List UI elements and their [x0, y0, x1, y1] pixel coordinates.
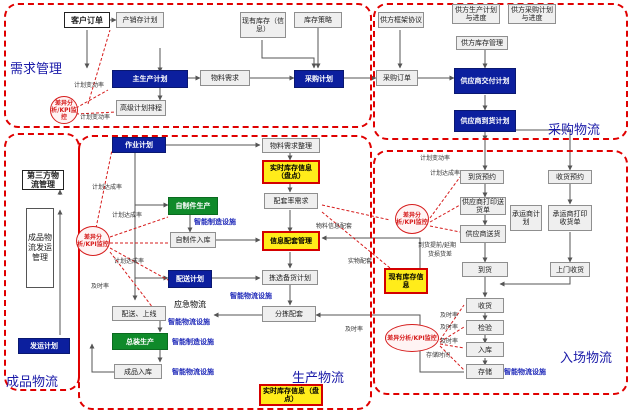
node-carrier-print-receipt: 承运商打印收货单 [548, 205, 592, 231]
node-supplier-procurement-plan: 供方采购计划与进度 [508, 4, 556, 24]
tag-arrival-lead: 到货提前/延期 [418, 242, 457, 249]
finished-zone [4, 133, 80, 391]
node-supplier-delivery: 供应商送货 [460, 225, 506, 243]
tag-plan-change-rate-3: 计划变动率 [420, 155, 451, 162]
zone-label-inbound: 入场物流 [560, 351, 613, 366]
node-receiving-appointment: 收货预约 [548, 170, 592, 184]
node-finished-warehousing: 成品入库 [114, 364, 162, 379]
node-arrival-appointment: 到货预约 [460, 170, 504, 184]
node-shipping-plan: 发运计划 [18, 338, 70, 354]
facility-log-3: 智能物流设施 [172, 368, 214, 376]
node-customer-order: 客户订单 [64, 12, 110, 28]
tag-plan-change-rate-2: 计划变动率 [80, 114, 111, 121]
node-receiving: 收货 [466, 298, 504, 313]
node-current-inventory: 现有库存（信息） [240, 12, 286, 38]
tag-plan-completion-rate-3: 计划达成率 [114, 258, 145, 265]
node-distribute-online: 配送、上线 [112, 306, 166, 321]
node-purchase-order: 采购订单 [376, 70, 418, 86]
node-self-parts-warehousing: 自制件入库 [170, 232, 216, 248]
kpi-circle-top: 差异分析/KPI监控 [50, 96, 78, 124]
tag-plan-change-rate-1: 计划变动率 [74, 82, 105, 89]
node-arrival: 到货 [462, 262, 508, 277]
inbound-zone [373, 150, 628, 395]
node-kitting-demand: 配套率需求 [264, 193, 318, 209]
node-warehousing: 入库 [466, 342, 504, 357]
tag-material-info-kitting: 物料信息配套 [316, 223, 353, 230]
facility-mfg-2: 智能制造设施 [172, 338, 214, 346]
node-supplier-agreement: 供方框架协议 [378, 12, 424, 28]
node-storage: 存储 [466, 364, 504, 379]
tag-on-time-rate-4: 及时率 [440, 338, 459, 345]
node-job-plan: 作业计划 [112, 137, 166, 153]
zone-label-demand: 需求管理 [10, 62, 63, 77]
tag-storage-time: 存储时间 [426, 352, 451, 359]
node-realtime-inventory-bottom: 实时库存信息（盘点） [259, 384, 323, 406]
tag-plan-completion-rate-4: 计划达成率 [430, 170, 461, 177]
node-current-inventory-info: 现有库存信息 [384, 268, 428, 294]
facility-log-4: 智能物流设施 [504, 368, 546, 376]
facility-log-2: 智能物流设施 [168, 318, 210, 326]
node-inventory-strategy: 库存策略 [294, 12, 342, 28]
kpi-circle-mid: 差异分析/KPI监控 [395, 204, 429, 234]
zone-label-finished: 成品物流 [6, 375, 59, 390]
tag-plan-completion-rate-2: 计划达成率 [112, 212, 143, 219]
node-inspection: 检验 [466, 320, 504, 335]
node-third-party: 第三方物流管理 [22, 170, 64, 190]
node-pick-kitting-plan: 拣选备货计划 [262, 270, 318, 285]
node-pickup-delivery: 上门收货 [550, 262, 590, 277]
node-carrier-plan: 承运商计划 [510, 205, 542, 231]
node-distribution-plan: 配送计划 [168, 270, 212, 288]
node-supplier-arrival-plan: 供应商到货计划 [454, 110, 516, 132]
tag-on-time-rate-1: 及时率 [91, 283, 110, 290]
node-supplier-production-plan: 供方生产计划与进度 [452, 4, 500, 24]
node-supplier-inventory: 供方库存管理 [456, 36, 508, 50]
kpi-circle-left: 差异分析/KPI监控 [76, 226, 110, 256]
tag-on-time-rate-2: 及时率 [440, 312, 459, 319]
node-sorting-kitting: 分拣配套 [262, 306, 316, 322]
node-procurement-plan: 采购计划 [294, 70, 344, 88]
tag-on-time-rate-3: 及时率 [440, 324, 459, 331]
node-master-plan: 主生产计划 [112, 70, 188, 88]
tag-physical-kitting: 实物配套 [348, 258, 373, 265]
procurement-zone [373, 3, 628, 140]
node-finished-logistics-mgmt: 成品物流发运管理 [26, 208, 54, 288]
kpi-circle-bottom: 差异分析/KPI监控 [385, 324, 439, 352]
zone-label-production: 生产物流 [292, 371, 345, 386]
demand-zone [4, 3, 372, 128]
node-supplier-print-receipt: 供应商打印送货单 [460, 197, 506, 215]
node-material-demand: 物料需求 [200, 70, 250, 86]
node-realtime-inventory-top: 实时库存信息（盘点） [262, 160, 320, 184]
node-assembly-production: 总装生产 [112, 333, 168, 350]
node-advanced-scheduling: 高级计划排程 [116, 100, 166, 116]
node-self-production: 自制件生产 [168, 197, 218, 215]
tag-emergency-logistics: 应急物流 [174, 300, 206, 309]
tag-on-time-rate-5: 及时率 [345, 326, 364, 333]
facility-log-1: 智能物流设施 [230, 292, 272, 300]
node-material-demand-sorting: 物料需求整理 [262, 138, 320, 153]
node-supplier-delivery-plan: 供应商交付计划 [454, 68, 516, 94]
tag-plan-completion-rate-1: 计划达成率 [92, 184, 123, 191]
node-sales-plan: 产销存计划 [116, 12, 164, 28]
zone-label-procurement: 采购物流 [548, 123, 601, 138]
node-kitting-management: 信息配套管理 [262, 231, 320, 251]
facility-mfg-1: 智能制造设施 [194, 218, 236, 226]
tag-goods-quality: 货损货差 [428, 251, 453, 258]
